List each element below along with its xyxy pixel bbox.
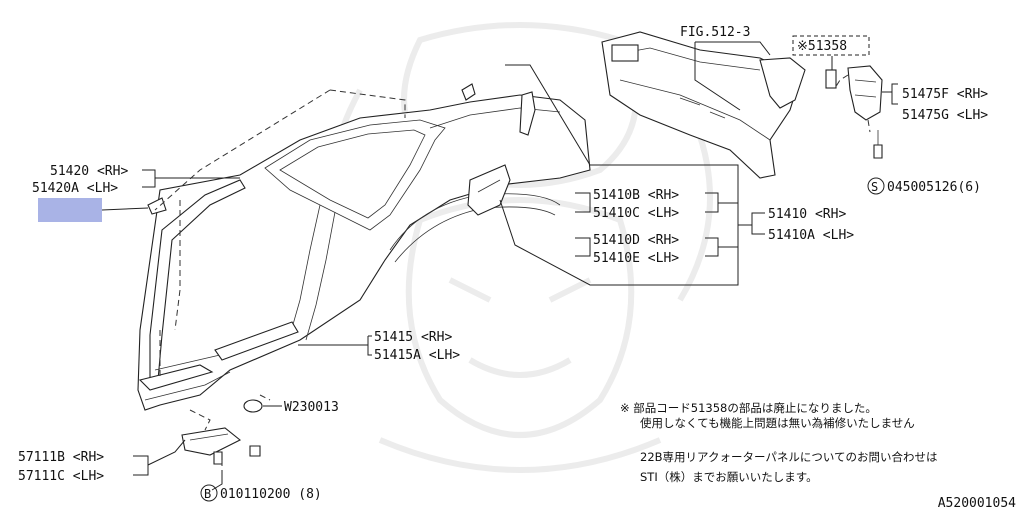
s-fastener-marker <box>867 177 885 195</box>
diagram-id: A520001054 <box>938 496 1016 511</box>
label-w230013: W230013 <box>284 400 339 415</box>
label-51475f-rh: 51475F <RH> <box>902 87 988 102</box>
rear-panel-drawing <box>601 31 883 179</box>
fig-ref-label: FIG.512-3 <box>680 25 750 40</box>
part-highlight <box>38 198 102 222</box>
note-line-1: ※ 部品コード51358の部品は廃止になりました。 <box>620 401 877 415</box>
label-s-fastener-code: 045005126(6) <box>887 180 981 195</box>
label-51410-rh: 51410 <RH> <box>768 207 846 222</box>
label-51410b-rh: 51410B <RH> <box>593 188 679 203</box>
quarter-panel-drawing <box>137 83 591 465</box>
b-fastener-letter: B <box>204 487 211 501</box>
label-51358: ※51358 <box>797 39 847 54</box>
label-b-fastener-code: 010110200 (8) <box>220 487 322 502</box>
leader-lines <box>101 41 898 491</box>
ref-box-51358 <box>792 35 870 56</box>
explode-lines <box>154 74 871 470</box>
label-51410d-rh: 51410D <RH> <box>593 233 679 248</box>
note-line-4: STI（株）までお願いいたします。 <box>640 470 818 484</box>
b-fastener-marker <box>200 484 218 502</box>
note-line-2: 使用しなくても機能上問題は無い為補修いたしません <box>640 416 915 430</box>
label-51410a-lh: 51410A <LH> <box>768 228 854 243</box>
label-57111c-lh: 57111C <LH> <box>18 469 104 484</box>
s-fastener-letter: S <box>871 180 878 194</box>
label-51475g-lh: 51475G <LH> <box>902 108 988 123</box>
label-51420a-lh: 51420A <LH> <box>32 181 118 196</box>
label-57111b-rh: 57111B <RH> <box>18 450 104 465</box>
label-51420-rh: 51420 <RH> <box>50 164 128 179</box>
label-51415-rh: 51415 <RH> <box>374 330 452 345</box>
label-51415a-lh: 51415A <LH> <box>374 348 460 363</box>
label-51410c-lh: 51410C <LH> <box>593 206 679 221</box>
note-line-3: 22B専用リアクォーターパネルについてのお問い合わせは <box>640 450 938 464</box>
label-51410e-lh: 51410E <LH> <box>593 251 679 266</box>
